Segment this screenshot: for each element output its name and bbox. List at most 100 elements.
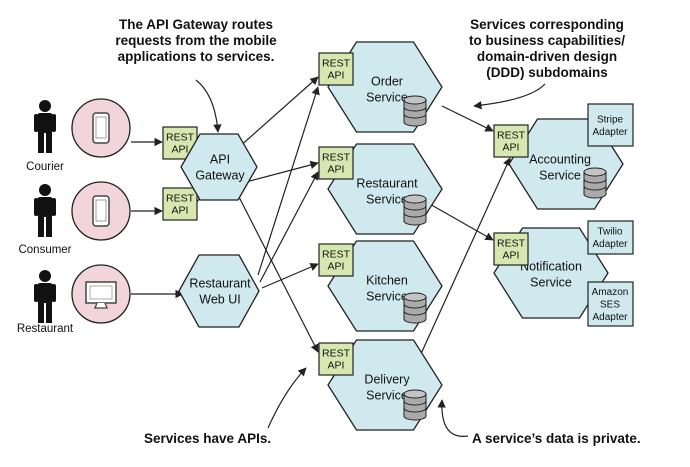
amazon-ses-adapter-label-line-2: SES	[600, 300, 620, 311]
callout-api-gateway-line-3: applications to services.	[117, 49, 275, 64]
restaurant-monitor-icon	[85, 281, 117, 309]
kitchen-service-label-line-2: Service	[366, 289, 408, 303]
gateway-rest-api-2-box	[162, 187, 198, 221]
restaurant-service-label-line-1: Restaurant	[356, 176, 418, 190]
order-service-database-icon-rings	[403, 106, 427, 119]
consumer-icon-leg-r	[46, 215, 52, 237]
kitchen-service-database-icon-rings	[403, 303, 427, 316]
edge-gateway-to-restaurant	[245, 160, 319, 183]
restaurant-owner-icon-head	[39, 270, 51, 282]
order-service-database-icon	[403, 95, 427, 127]
delivery-service-database-icon-top	[403, 389, 427, 399]
api-gateway-hexagon	[180, 133, 258, 201]
amazon-ses-adapter-box	[587, 281, 634, 327]
accounting-service-database-icon-top	[583, 167, 607, 177]
notification-service-rest-api-label-line-1: REST	[497, 238, 526, 250]
courier-phone-icon-screen	[95, 116, 107, 139]
restaurant-owner-icon-arm-r	[52, 284, 56, 302]
courier-phone-icon	[92, 112, 110, 144]
twilio-adapter-label-line-1: Twilio	[597, 226, 622, 237]
callout-ddd: Services corresponding to business capab…	[454, 17, 640, 81]
restaurant-service-rest-api-box	[318, 146, 354, 180]
courier-icon-leg-l	[38, 131, 44, 153]
callout-api-gateway: The API Gateway routes requests from the…	[96, 17, 296, 65]
restaurant-web-ui-label-line-1: Restaurant	[189, 276, 251, 290]
delivery-service-label-line-1: Delivery	[364, 372, 410, 386]
kitchen-service-label-line-1: Kitchen	[366, 273, 408, 287]
delivery-service-rest-api-label-line-2: API	[328, 360, 345, 372]
kitchen-service-rest-api-label-line-2: API	[328, 261, 345, 273]
kitchen-service-database-icon-top	[403, 292, 427, 302]
notification-service-label-line-2: Service	[530, 275, 572, 289]
restaurant-service-database-icon-top	[403, 194, 427, 204]
consumer-icon-head	[39, 184, 51, 196]
gateway-rest-api-1-label-line-2: API	[172, 144, 189, 156]
gateway-rest-api-1-label-line-1: REST	[166, 132, 195, 144]
accounting-service-label-line-1: Accounting	[529, 152, 591, 166]
accounting-service-rest-api-box	[493, 124, 529, 158]
kitchen-service-rest-api-box	[318, 243, 354, 277]
consumer-icon	[34, 184, 56, 237]
order-service-label-line-1: Order	[371, 74, 403, 88]
restaurant-owner-icon	[34, 270, 56, 323]
courier-icon-arm-l	[34, 114, 38, 132]
accounting-service-rest-api-label-line-1: REST	[497, 130, 526, 142]
restaurant-owner-icon-arm-l	[34, 284, 38, 302]
restaurant-monitor-icon-display	[89, 285, 113, 300]
consumer-phone-icon-screen	[95, 199, 107, 222]
callout-services-have-apis: Services have APIs.	[144, 431, 272, 446]
courier-icon-torso	[37, 113, 53, 133]
notification-service-rest-api-box	[493, 232, 529, 266]
restaurant-service-database-icon-rings	[403, 205, 427, 218]
kitchen-service-database-icon	[403, 292, 427, 324]
edge-gateway-to-order	[237, 76, 319, 149]
edge-restaurant-to-notification	[427, 202, 494, 241]
callout-api-gateway-line-1: The API Gateway routes	[118, 17, 274, 32]
callout-arrow-gateway	[195, 79, 222, 133]
notification-service-label-line-1: Notification	[520, 259, 582, 273]
edge-gateway-to-delivery	[237, 194, 319, 353]
restaurant-owner-icon-leg-r	[46, 301, 52, 323]
accounting-service-database-icon-rings	[583, 178, 607, 191]
twilio-adapter-label-line-2: Adapter	[592, 239, 628, 250]
restaurant-service-database-icon	[403, 194, 427, 226]
edge-webui-to-kitchen	[261, 263, 319, 289]
stripe-adapter-label-line-1: Stripe	[597, 114, 624, 125]
gateway-rest-api-2-label-line-2: API	[172, 205, 189, 217]
actor-label-restaurant: Restaurant	[17, 323, 74, 335]
edge-order-to-accounting	[441, 105, 494, 132]
restaurant-owner-icon-leg-l	[38, 301, 44, 323]
api-gateway-label-line-1: API	[210, 152, 230, 166]
kitchen-service-rest-api-label-line-1: REST	[322, 249, 351, 261]
callout-ddd-line-3: domain-driven design	[476, 49, 618, 64]
stripe-adapter-box	[587, 103, 634, 147]
accounting-service-label-line-2: Service	[539, 168, 581, 182]
consumer-icon-leg-l	[38, 215, 44, 237]
restaurant-owner-icon-torso	[37, 283, 53, 303]
restaurant-web-ui-hexagon	[178, 254, 260, 328]
callout-api-gateway-line-2: requests from the mobile	[115, 33, 277, 48]
callout-arrow-apis	[267, 367, 307, 429]
accounting-service-rest-api-label-line-2: API	[503, 142, 520, 154]
order-service-label-line-2: Service	[366, 90, 408, 104]
callout-arrow-ddd	[473, 83, 546, 110]
amazon-ses-adapter-label-line-3: Adapter	[592, 312, 628, 323]
edge-webui-to-order	[257, 86, 320, 276]
consumer-icon-arm-r	[52, 198, 56, 216]
delivery-service-label-line-2: Service	[366, 388, 408, 402]
order-service-rest-api-label-line-1: REST	[322, 58, 351, 70]
delivery-service-database-icon	[403, 389, 427, 421]
courier-icon	[34, 100, 56, 153]
delivery-service-rest-api-label-line-1: REST	[322, 348, 351, 360]
edge-delivery-to-accounting	[419, 157, 511, 357]
twilio-adapter-box	[587, 220, 634, 255]
restaurant-service-label-line-2: Service	[366, 192, 408, 206]
amazon-ses-adapter-label-line-1: Amazon	[592, 287, 629, 298]
actor-label-consumer: Consumer	[18, 244, 71, 256]
consumer-phone-icon	[92, 195, 110, 227]
